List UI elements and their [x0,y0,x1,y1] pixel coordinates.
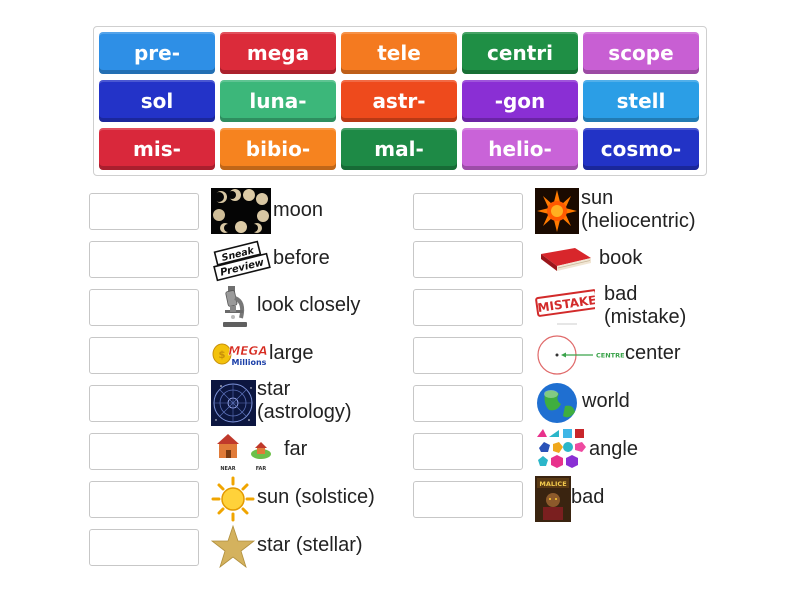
mistake-stamp-icon: MISTAKE [535,284,595,330]
drop-slot[interactable] [89,241,199,278]
clue-label: moon [273,199,324,221]
clue-text: star (astrology) [257,378,352,423]
drop-slot[interactable] [413,193,523,230]
tile-luna[interactable]: luna- [220,80,336,122]
tile-mega[interactable]: mega [220,32,336,74]
icon-text-far: FAR [256,466,267,472]
icon-text-malice: MALICE [539,480,566,488]
clue-label: bad [571,486,605,508]
near-far-houses-icon: NEAR FAR [211,428,271,474]
clue-label: far [284,438,308,460]
drop-slot[interactable] [89,289,199,326]
clue-label: sun (heliocentric) [581,187,695,233]
clue-text: bad (mistake) [604,283,687,328]
clue-label: world [582,390,630,412]
fiery-sun-icon [535,188,595,234]
globe-icon [535,380,595,426]
clue-label: angle [589,438,638,460]
tile-mal[interactable]: mal- [341,128,457,170]
tile-gon[interactable]: -gon [462,80,578,122]
tile-bank: pre- mega tele centri scope sol luna- as… [93,26,707,176]
icon-text-centre: CENTRE [596,352,625,360]
zodiac-icon [211,380,271,426]
clue-label: look closely [257,294,361,316]
moon-phases-icon [211,188,271,234]
sun-icon [211,476,271,522]
tile-cosmo[interactable]: cosmo- [583,128,699,170]
drop-slot[interactable] [413,433,523,470]
clue-label: star (stellar) [257,534,363,556]
drop-slot[interactable] [89,433,199,470]
microscope-icon [211,284,271,330]
tile-mis[interactable]: mis- [99,128,215,170]
tile-scope[interactable]: scope [583,32,699,74]
drop-slot[interactable] [89,481,199,518]
tile-helio[interactable]: helio- [462,128,578,170]
icon-text-mega: MEGA [228,344,267,358]
red-book-icon [535,236,595,282]
clue-label: large [269,342,314,364]
icon-text-millions: Millions [232,358,267,367]
circle-centre-icon: CENTRE [535,332,625,378]
clue-label: star (astrology) [257,378,351,424]
drop-slot[interactable] [89,385,199,422]
drop-slot[interactable] [89,529,199,566]
drop-slot[interactable] [413,337,523,374]
clue-label: sun (solstice) [257,486,375,508]
tile-stell[interactable]: stell [583,80,699,122]
svg-text:$: $ [219,350,226,361]
icon-text-near: NEAR [220,466,235,472]
tile-sol[interactable]: sol [99,80,215,122]
clue-label: before [273,247,330,269]
tile-bibio[interactable]: bibio- [220,128,336,170]
clue-label: center [625,342,681,364]
clue-label: bad (mistake) [604,283,686,329]
polygons-icon [535,428,595,474]
drop-slot[interactable] [413,289,523,326]
tile-tele[interactable]: tele [341,32,457,74]
tile-centri[interactable]: centri [462,32,578,74]
drop-slot[interactable] [413,385,523,422]
sneak-preview-icon: Sneak Preview [211,236,271,282]
tile-pre[interactable]: pre- [99,32,215,74]
drop-slot[interactable] [413,481,523,518]
drop-slot[interactable] [413,241,523,278]
clue-label: book [599,247,643,269]
gold-star-icon [211,524,271,570]
malice-poster-icon: MALICE [535,476,595,522]
clue-text: sun (heliocentric) [581,187,696,232]
drop-slot[interactable] [89,337,199,374]
drop-slot[interactable] [89,193,199,230]
tile-astr[interactable]: astr- [341,80,457,122]
mega-millions-icon: $ MEGA Millions [211,332,271,378]
